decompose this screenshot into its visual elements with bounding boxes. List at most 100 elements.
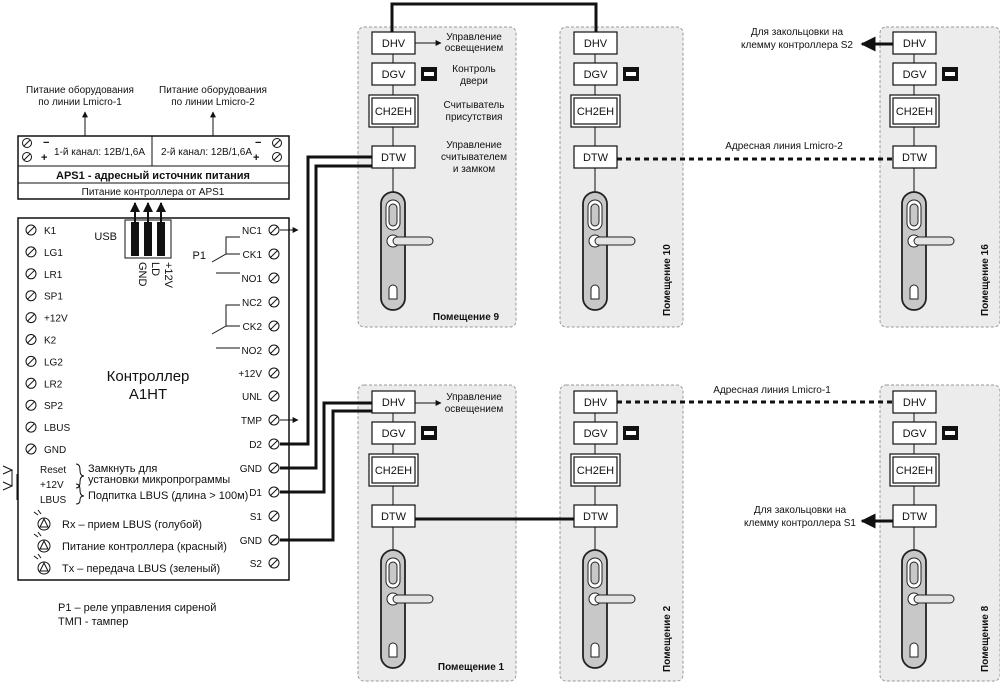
room-8-label: Помещение 8	[980, 605, 991, 672]
door-sensor-icon	[942, 67, 958, 81]
dtw-module: DTW	[892, 504, 937, 528]
jumper-reset: Reset	[40, 465, 66, 476]
terminal-screw-icon	[25, 355, 37, 367]
ch2eh-module: CH2EH	[570, 453, 621, 487]
terminal-screw-icon	[268, 486, 280, 498]
right-terminal-label: NO1	[241, 274, 262, 285]
minus-sign-left: −	[43, 137, 49, 149]
ch2eh-module: CH2EH	[368, 94, 419, 128]
door-lock-icon	[901, 191, 955, 311]
terminal-screw-icon	[25, 377, 37, 389]
power-line-2: по линии Lmicro-2	[171, 97, 255, 108]
controller-name-line2: A1HT	[129, 386, 167, 403]
led-rx-label: Rx – прием LBUS (голубой)	[62, 519, 202, 531]
legend-p1: P1 – реле управления сиреной	[58, 602, 216, 614]
dhv-module: DHV	[573, 390, 618, 414]
jumper-12v: +12V	[40, 480, 64, 491]
lighting-label-2: освещением	[445, 43, 504, 54]
loop-s2-label-2: клемму контроллера S2	[741, 40, 853, 51]
usb-pin-gnd: GND	[136, 262, 148, 287]
legend-tmp: ТМП - тампер	[58, 616, 128, 628]
terminal-screw-icon	[268, 438, 280, 450]
right-terminal-label: GND	[240, 464, 262, 475]
controller-a1ht: USB GND LD +12V Контроллер A1HT P1 K1LG1…	[2, 202, 290, 581]
dgv-module: DGV	[371, 421, 416, 445]
usb-pin-ld: LD	[149, 262, 161, 276]
jumper-note-1: Замкнуть для	[88, 463, 157, 475]
dtw-module: DTW	[892, 145, 937, 169]
jumper-brace-1	[75, 463, 85, 489]
right-terminal-label: NC1	[242, 226, 262, 237]
usb-pin-12v: +12V	[162, 262, 174, 289]
jumper-section: Reset +12V LBUS Замкнуть для установки м…	[2, 463, 248, 506]
dtw-module-label: DTW	[381, 511, 407, 523]
power-line-1: по линии Lmicro-1	[38, 97, 122, 108]
dgv-module-label: DGV	[382, 428, 407, 440]
aps1-power-supply: − + − + 1-й канал: 12В/1,6А 2-й канал: 1…	[17, 135, 290, 200]
lmicro-1-label: Адресная линия Lmicro-1	[713, 385, 831, 396]
dtw-module: DTW	[573, 504, 618, 528]
dhv-module-label: DHV	[382, 397, 406, 409]
wire-d2-to-dtw9	[280, 155, 372, 446]
dgv-module: DGV	[892, 62, 937, 86]
right-terminal-label: D1	[249, 488, 262, 499]
ch2eh-module: CH2EH	[889, 94, 940, 128]
door-sensor-icon	[623, 67, 639, 81]
dgv-module: DGV	[573, 421, 618, 445]
terminal-screw-icon	[268, 248, 280, 260]
led-icon	[33, 553, 51, 575]
dhv-module-label: DHV	[903, 397, 927, 409]
jumper-brace-2	[75, 483, 85, 505]
terminal-screw-icon	[268, 367, 280, 379]
led-tx-label: Tx – передача LBUS (зеленый)	[62, 563, 220, 575]
relay-p1-symbol	[211, 236, 240, 274]
wire-gnd-to-room9	[280, 164, 372, 470]
wire-gnd-to-room1	[280, 409, 372, 542]
aps-controller-power: Питание контроллера от APS1	[82, 187, 225, 198]
door-lock-icon	[380, 191, 434, 311]
loop-s1-label-1: Для закольцовки на	[754, 505, 847, 516]
jumper-note-3: Подпитка LBUS (длина > 100м)	[88, 490, 248, 502]
jumper-note-2: установки микропрограммы	[88, 474, 230, 486]
wire-dhv-top-loop	[390, 2, 598, 32]
right-terminal-label: NC2	[242, 298, 262, 309]
lighting-b-label-1: Управление	[446, 392, 502, 403]
left-terminal-label: GND	[44, 445, 66, 456]
power-label-2: Питание оборудования	[159, 84, 267, 96]
room-10-label: Помещение 10	[662, 244, 673, 316]
left-terminal-label: +12V	[44, 314, 68, 325]
led-power: Питание контроллера (красный)	[33, 531, 227, 553]
ch2eh-module-label: CH2EH	[577, 106, 614, 118]
terminal-screw-icon	[268, 296, 280, 308]
aps-title: APS1 - адресный источник питания	[56, 170, 250, 182]
terminal-screw-icon	[25, 224, 37, 236]
terminal-screw-icon	[25, 334, 37, 345]
aps-channel-1: 1-й канал: 12В/1,6А	[54, 147, 145, 158]
left-terminal-label: K2	[44, 336, 57, 347]
ch2eh-module: CH2EH	[570, 94, 621, 128]
terminal-screw-icon	[25, 246, 37, 258]
relay-p1-label: P1	[193, 250, 206, 262]
lighting-label-1: Управление	[446, 32, 502, 43]
dgv-module: DGV	[573, 62, 618, 86]
room-2-label: Помещение 2	[662, 605, 673, 672]
left-terminal-label: LG2	[44, 357, 63, 368]
door-sensor-icon	[421, 426, 437, 440]
jumper-lbus: LBUS	[40, 495, 66, 506]
door-lock-icon	[582, 191, 636, 311]
left-terminal-label: LR1	[44, 270, 63, 281]
power-label-1: Питание оборудования	[26, 84, 134, 96]
left-terminal-label: SP1	[44, 292, 63, 303]
dtw-module-label: DTW	[902, 511, 928, 523]
dgv-module-label: DGV	[903, 428, 928, 440]
door-sensor-icon	[942, 426, 958, 440]
terminal-screw-icon	[25, 399, 37, 411]
controller-name-line1: Контроллер	[107, 368, 190, 385]
ch2eh-module-label: CH2EH	[577, 465, 614, 477]
terminal-screw-icon	[268, 534, 280, 546]
dgv-module: DGV	[892, 421, 937, 445]
